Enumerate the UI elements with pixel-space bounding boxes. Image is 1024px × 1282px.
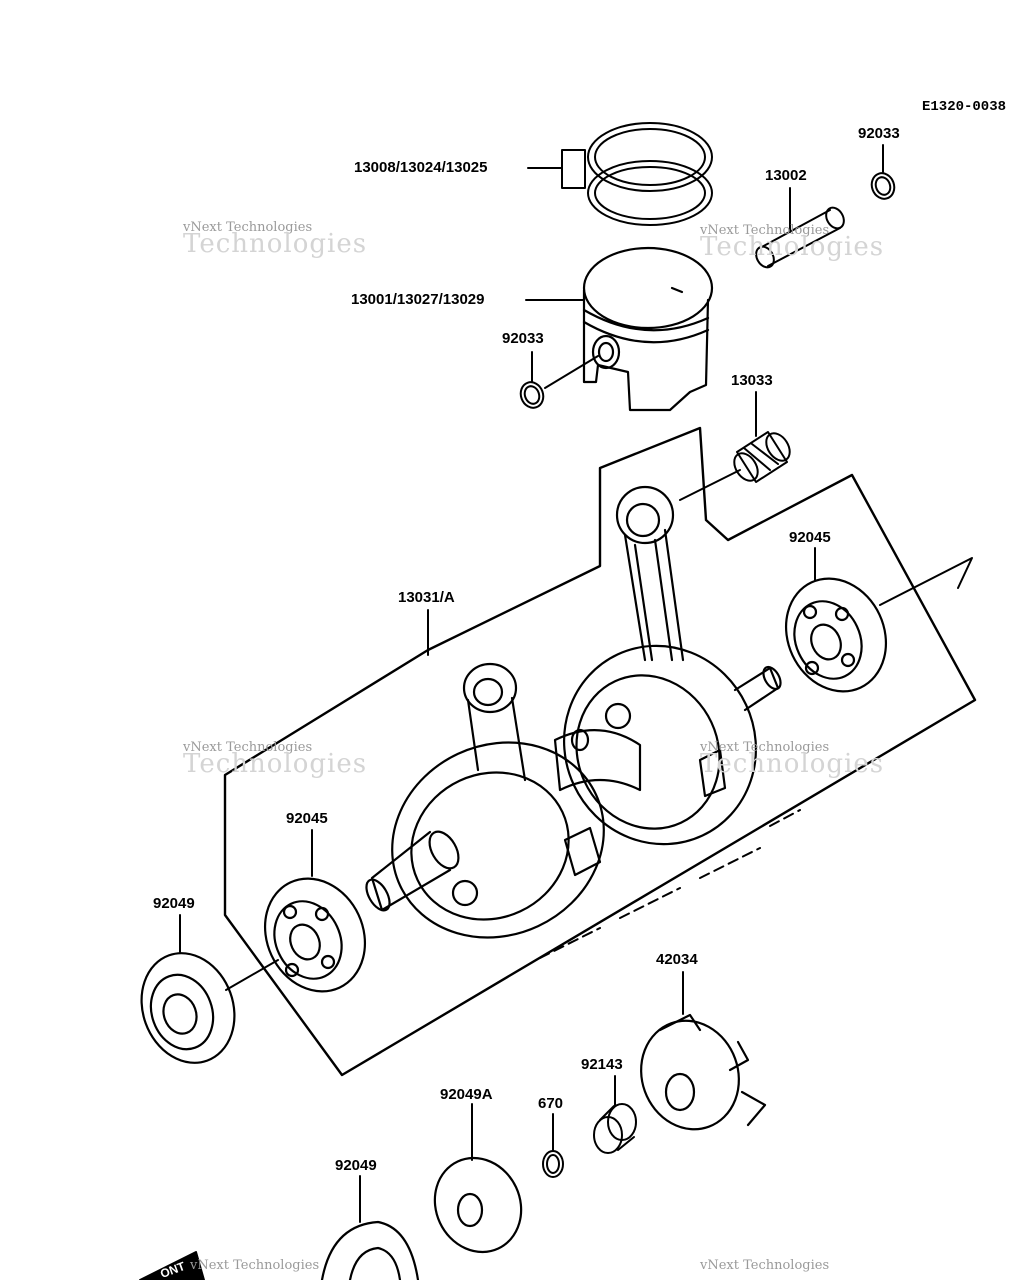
bearing-left [263,877,367,993]
assembly-outline [223,426,977,1077]
label-crankshaft: 13031/A [398,589,455,606]
label-piston-pin: 13002 [765,167,807,184]
impeller [640,1013,767,1131]
label-impeller: 42034 [656,951,698,968]
oil-seal-a [433,1156,523,1254]
collar [593,1103,637,1154]
piston [582,246,714,412]
label-clip-left: 92033 [502,330,544,347]
corner-stamp [139,1251,205,1280]
shaft-axis-right [879,557,973,606]
label-oil-seal-left: 92049 [153,895,195,912]
piston-pin [755,206,845,269]
bearing-right [784,577,888,693]
label-needle-bearing: 13033 [731,372,773,389]
label-piston: 13001/13027/13029 [351,291,485,308]
crankshaft [365,485,782,939]
label-oil-seal-bottom: 92049 [335,1157,377,1174]
clip-left [519,381,545,409]
label-collar: 92143 [581,1056,623,1073]
leader-seal-bearing [225,959,279,991]
leader-clip-piston [544,355,599,389]
oil-seal-left [140,952,236,1064]
leader-conrod-bearing [679,469,741,501]
label-oil-seal-a: 92049A [440,1086,493,1103]
label-o-ring: 670 [538,1095,564,1112]
shaft-axis-dashed [539,809,801,959]
clip-top-right [870,172,896,200]
piston-rings [561,122,713,226]
oil-seal-bottom [320,1220,420,1280]
label-piston-rings: 13008/13024/13025 [354,159,488,176]
label-bearing-left: 92045 [286,810,328,827]
label-bearing-right: 92045 [789,529,831,546]
needle-bearing [733,431,791,483]
o-ring [542,1150,564,1178]
diagram-code: E1320-0038 [922,99,1007,115]
label-clip-top: 92033 [858,125,900,142]
